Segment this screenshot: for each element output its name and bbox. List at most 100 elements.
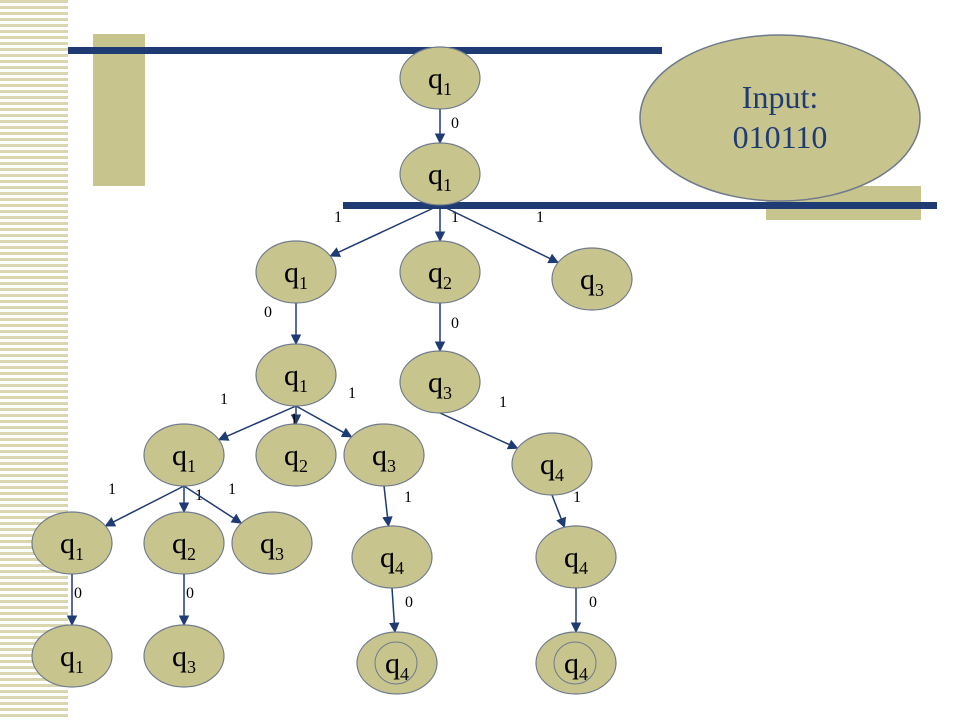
state-label: q1 [284, 256, 308, 293]
state-ellipse [356, 631, 438, 695]
state-label: q3 [372, 439, 396, 476]
state-node: q4 [535, 525, 617, 589]
state-ellipse [399, 142, 481, 206]
state-label: q4 [564, 647, 588, 684]
state-ellipse [511, 432, 593, 496]
state-node: q2 [143, 511, 225, 575]
state-label: q4 [564, 541, 588, 578]
state-node: q1 [399, 142, 481, 206]
state-node: q1 [399, 46, 481, 110]
state-label: q3 [260, 527, 284, 564]
transition-arrow [104, 485, 185, 527]
transitions: 0111001111111110000 [66, 109, 597, 634]
state-label: q4 [380, 541, 404, 578]
state-label: q1 [60, 640, 84, 677]
transition-label: 0 [405, 594, 413, 611]
transition-label: 1 [220, 391, 228, 408]
state-node: q3 [231, 511, 313, 575]
state-node: q1 [143, 423, 225, 487]
transition-label: 0 [589, 594, 597, 611]
transition-label: 1 [108, 481, 116, 498]
state-node: q1 [255, 343, 337, 407]
transition-label: 1 [290, 411, 298, 428]
state-node: q4 [535, 631, 617, 695]
state-node: q3 [343, 423, 425, 487]
state-node: q3 [551, 247, 633, 311]
state-label: q1 [284, 359, 308, 396]
state-ellipse [399, 46, 481, 110]
transition-label: 0 [74, 585, 82, 602]
state-label: q1 [428, 62, 452, 99]
transition-arrow [551, 494, 566, 529]
input-callout-bubble [639, 34, 921, 202]
state-ellipse [143, 511, 225, 575]
state-ellipse [255, 423, 337, 487]
state-ellipse [31, 511, 113, 575]
transition-arrow [439, 412, 519, 450]
transition-arrow [183, 485, 243, 524]
transition-label: 0 [451, 315, 459, 332]
transition-arrow [382, 485, 393, 528]
input-callout: Input: 010110 [639, 34, 921, 202]
state-ellipse [255, 240, 337, 304]
transition-arrow [439, 204, 560, 264]
transition-arrow [389, 587, 400, 634]
state-label: q1 [428, 158, 452, 195]
striped-margin-decoration [0, 0, 68, 720]
state-ellipse [399, 240, 481, 304]
left-accent-block [93, 34, 145, 186]
top-rule [68, 47, 662, 54]
middle-rule [343, 202, 937, 209]
transition-label: 1 [228, 481, 236, 498]
transition-label: 0 [264, 304, 272, 321]
state-node: q4 [356, 631, 438, 695]
state-ellipse [399, 350, 481, 414]
state-label: q1 [60, 527, 84, 564]
state-label: q3 [428, 366, 452, 403]
input-callout-string: 010110 [733, 119, 828, 155]
transition-label: 1 [334, 209, 342, 226]
state-ellipse [351, 525, 433, 589]
state-label: q2 [428, 256, 452, 293]
transition-arrow [217, 405, 297, 441]
state-ellipse [31, 624, 113, 688]
state-node: q2 [399, 240, 481, 304]
state-node: q1 [31, 511, 113, 575]
state-ellipse [143, 624, 225, 688]
state-node: q3 [143, 624, 225, 688]
state-label: q3 [172, 640, 196, 677]
transition-label: 1 [499, 394, 507, 411]
state-ellipse [143, 423, 225, 487]
accepting-ring [374, 641, 418, 685]
state-label: q2 [172, 527, 196, 564]
transition-label: 1 [573, 489, 581, 506]
state-ellipse [551, 247, 633, 311]
state-label: q4 [385, 647, 409, 684]
transition-arrow [295, 405, 353, 438]
transition-label: 1 [536, 209, 544, 226]
state-node: q1 [31, 624, 113, 688]
state-node: q1 [255, 240, 337, 304]
transition-label: 0 [186, 585, 194, 602]
state-node: q3 [399, 350, 481, 414]
transition-label: 1 [348, 385, 356, 402]
transition-arrow [329, 204, 441, 257]
state-node: q2 [255, 423, 337, 487]
state-node: q4 [511, 432, 593, 496]
state-label: q3 [580, 263, 604, 300]
state-ellipse [343, 423, 425, 487]
state-label: q2 [284, 439, 308, 476]
state-ellipse [535, 631, 617, 695]
accepting-ring [553, 641, 597, 685]
state-ellipse [535, 525, 617, 589]
state-label: q1 [172, 439, 196, 476]
state-ellipse [231, 511, 313, 575]
state-ellipse [255, 343, 337, 407]
transition-label: 1 [404, 489, 412, 506]
states: q1 q1 q1 q2 q3 q1 q3 q1 q2 q3 q4 q1 q2 q3 q4 q4 q1 q3 q4 q4 [31, 46, 633, 695]
state-label: q4 [540, 448, 564, 485]
transition-label: 0 [451, 115, 459, 132]
transition-label: 1 [451, 209, 459, 226]
